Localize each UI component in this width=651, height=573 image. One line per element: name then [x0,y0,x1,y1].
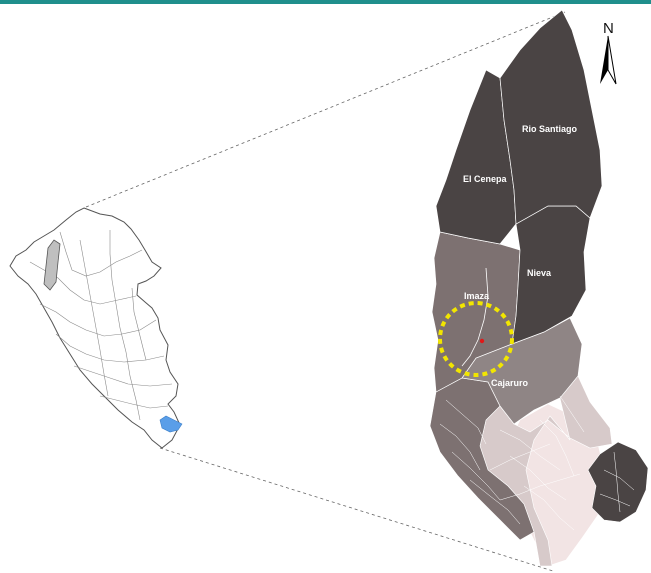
north-arrow-outline [607,35,617,85]
connector-line-top [85,11,566,208]
river-line [461,267,489,367]
label-el-cenepa: El Cenepa [463,174,508,184]
north-arrow-icon [600,36,608,84]
study-site-point [479,338,485,344]
connector-line-bottom [159,447,554,572]
study-area-highlight [438,301,514,377]
north-arrow-label: N [603,20,614,37]
district-imaza-area [431,231,521,393]
top-accent-rule [0,0,651,4]
inset-marker [159,415,183,433]
peru-inset-map [9,207,183,449]
label-imaza: Imaza [464,291,490,301]
region-dark-southeast [587,441,649,523]
inset-region-highlight [43,239,61,291]
amazonas-detail-map: Rio Santiago El Cenepa Nieva Imaza Cajar… [429,9,649,567]
peru-outline [9,207,181,449]
label-nieva: Nieva [527,268,552,278]
label-cajaruro: Cajaruro [491,378,529,388]
district-rio-santiago-area [499,9,603,225]
north-arrow: N [600,20,617,85]
label-rio-santiago: Rio Santiago [522,124,578,134]
